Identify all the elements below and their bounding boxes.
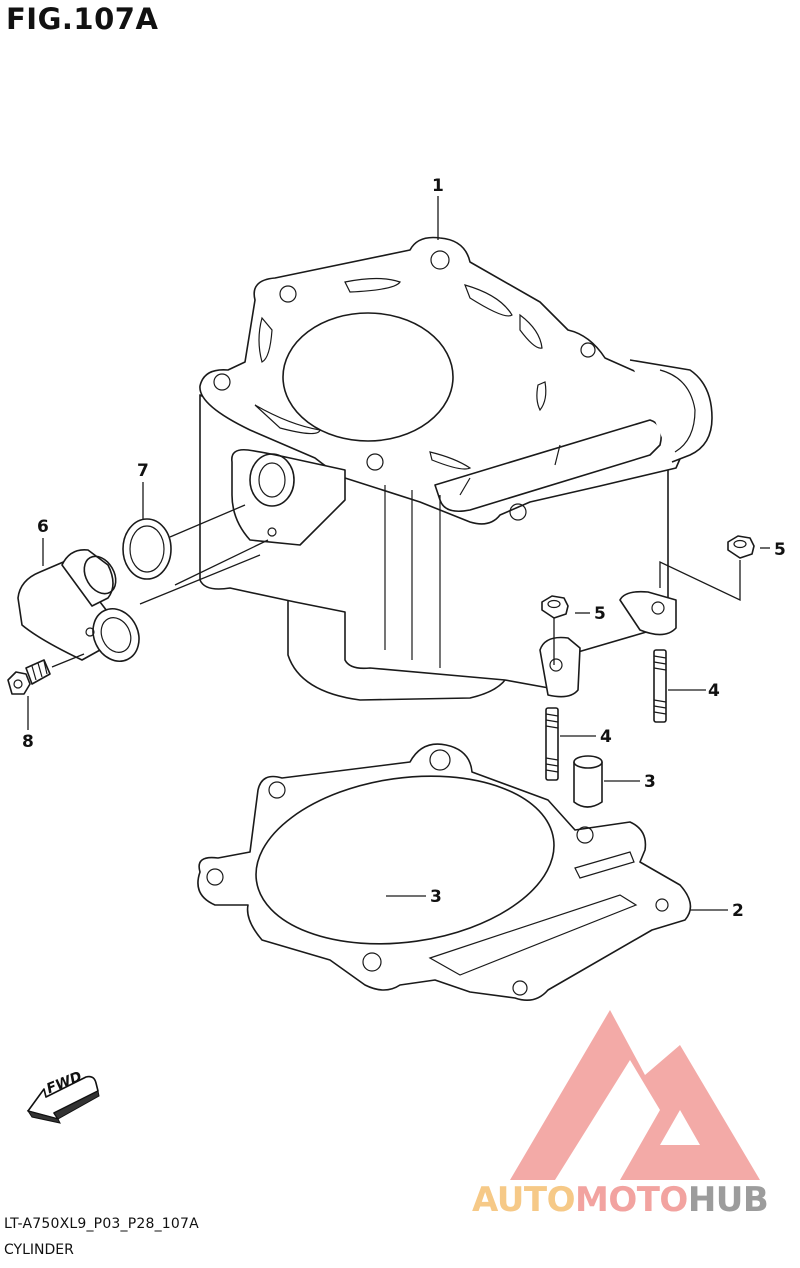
callout-6: 6 — [37, 517, 49, 537]
callout-8: 8 — [22, 732, 34, 752]
callout-4b: 4 — [600, 727, 612, 747]
cylinder-part — [199, 236, 713, 701]
flange-nut-part — [541, 535, 755, 619]
logo-word-auto: AUTO — [472, 1180, 575, 1220]
callout-7: 7 — [137, 461, 149, 481]
callout-2: 2 — [732, 901, 744, 921]
figure-name: CYLINDER — [4, 1242, 74, 1258]
callout-4a: 4 — [708, 681, 720, 701]
o-ring-part — [122, 518, 172, 580]
cylinder-base-gasket-part — [197, 743, 692, 1001]
automotohub-wordmark: AUTOMOTOHUB — [472, 1180, 769, 1220]
bolt-part — [7, 659, 51, 695]
stud-bolt-part — [545, 649, 667, 781]
callout-3b: 3 — [430, 887, 442, 907]
callout-3a: 3 — [644, 772, 656, 792]
water-hose-fitting-part — [17, 548, 140, 662]
logo-word-hub: HUB — [687, 1180, 769, 1220]
figure-code: LT-A750XL9_P03_P28_107A — [4, 1216, 199, 1232]
callout-1: 1 — [432, 176, 444, 196]
automotohub-logo-icon — [510, 1010, 760, 1180]
figure-title: FIG.107A — [6, 2, 159, 36]
fwd-arrow-icon — [26, 1075, 100, 1124]
callout-5b: 5 — [594, 604, 606, 624]
callout-5a: 5 — [774, 540, 786, 560]
callout-numbers: 1 2 3 3 4 4 5 5 6 7 8 — [22, 176, 786, 921]
callout-leaders — [27, 196, 770, 911]
logo-word-moto: MOTO — [574, 1180, 688, 1220]
